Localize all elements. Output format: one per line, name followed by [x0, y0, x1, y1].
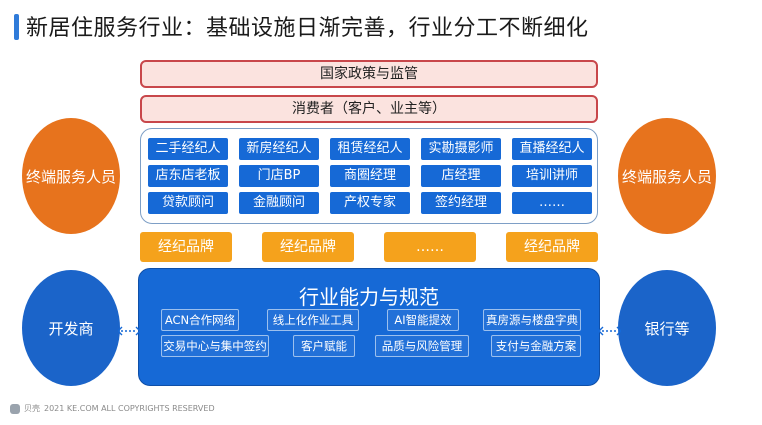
title-accent-bar	[14, 14, 19, 40]
double-arrow-right-icon	[599, 326, 621, 336]
capability-item: 线上化作业工具	[267, 309, 359, 331]
role-box: 培训讲师	[512, 165, 592, 187]
capability-item: 交易中心与集中签约	[161, 335, 269, 357]
role-box: 店东店老板	[148, 165, 228, 187]
double-arrow-left-icon	[118, 326, 140, 336]
role-box: 商圈经理	[330, 165, 410, 187]
role-box: 金融顾问	[239, 192, 319, 214]
capability-item: AI智能提效	[387, 309, 459, 331]
brand-box: 经纪品牌	[262, 232, 354, 262]
brand-box: ……	[384, 232, 476, 262]
policy-bar: 国家政策与监管	[140, 60, 598, 88]
copyright-text: 2021 KE.COM ALL COPYRIGHTS RESERVED	[44, 404, 215, 413]
roles-panel: 二手经纪人 新房经纪人 租赁经纪人 实勘摄影师 直播经纪人 店东店老板 门店BP…	[140, 128, 598, 224]
role-box: 实勘摄影师	[421, 138, 501, 160]
capability-item: 客户赋能	[293, 335, 355, 357]
role-box: 二手经纪人	[148, 138, 228, 160]
page-title: 新居住服务行业：基础设施日渐完善，行业分工不断细化	[26, 16, 589, 41]
role-box: 贷款顾问	[148, 192, 228, 214]
developer-oval: 开发商	[22, 270, 120, 386]
role-box: 门店BP	[239, 165, 319, 187]
role-box: ……	[512, 192, 592, 214]
bank-oval: 银行等	[618, 270, 716, 386]
capability-panel: 行业能力与规范 ACN合作网络 线上化作业工具 AI智能提效 真房源与楼盘字典 …	[138, 268, 600, 386]
terminal-staff-right: 终端服务人员	[618, 118, 716, 234]
brand-box: 经纪品牌	[506, 232, 598, 262]
terminal-staff-left: 终端服务人员	[22, 118, 120, 234]
role-box: 签约经理	[421, 192, 501, 214]
role-box: 新房经纪人	[239, 138, 319, 160]
role-box: 直播经纪人	[512, 138, 592, 160]
capability-item: 真房源与楼盘字典	[483, 309, 581, 331]
brand-box: 经纪品牌	[140, 232, 232, 262]
footer: 贝壳 2021 KE.COM ALL COPYRIGHTS RESERVED	[10, 403, 215, 414]
capability-title: 行业能力与规范	[299, 285, 439, 309]
role-box: 店经理	[421, 165, 501, 187]
capability-item: 品质与风险管理	[375, 335, 469, 357]
consumer-bar: 消费者（客户、业主等）	[140, 95, 598, 123]
capability-item: ACN合作网络	[161, 309, 239, 331]
capability-item: 支付与金融方案	[491, 335, 581, 357]
role-box: 产权专家	[330, 192, 410, 214]
logo-text: 贝壳	[24, 404, 40, 413]
beike-logo-icon	[10, 403, 20, 414]
role-box: 租赁经纪人	[330, 138, 410, 160]
